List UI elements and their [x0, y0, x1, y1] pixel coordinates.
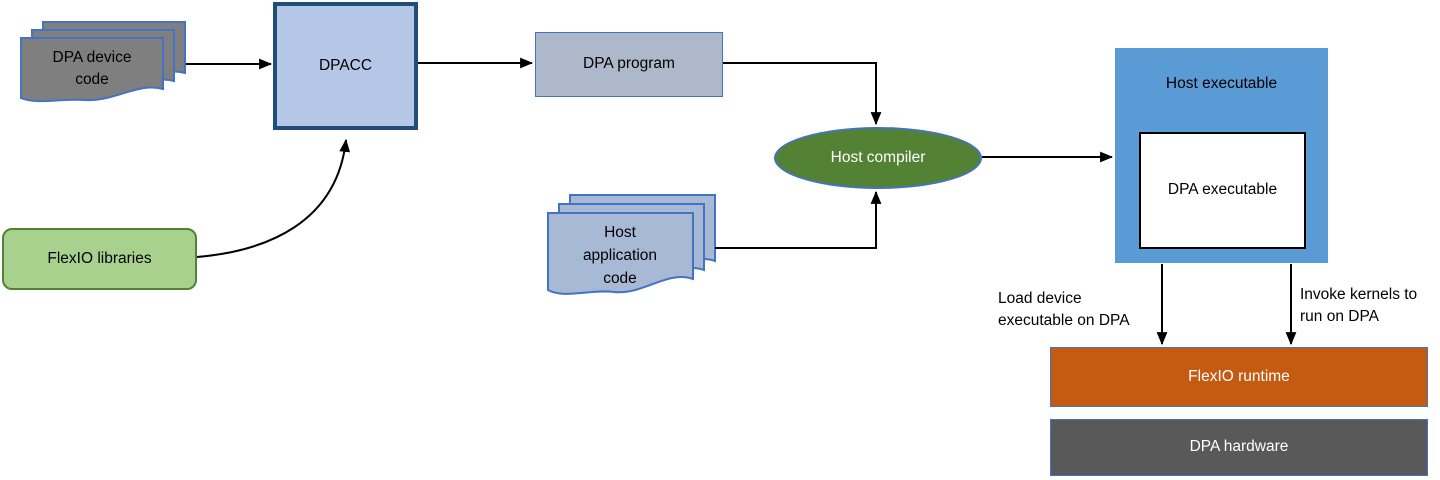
- document-shape: [20, 37, 164, 103]
- node-dpacc-label: DPACC: [318, 56, 373, 74]
- node-dpa-hardware: DPA hardware: [1050, 419, 1428, 476]
- node-flexio-runtime: FlexIO runtime: [1050, 347, 1428, 407]
- document-shape: [547, 212, 694, 295]
- node-dpa-executable: DPA executable: [1139, 132, 1306, 249]
- node-flexio-libraries-label: FlexIO libraries: [47, 249, 152, 267]
- node-dpa-executable-label: DPA executable: [1167, 181, 1278, 199]
- node-host-executable: Host executable DPA executable: [1115, 48, 1328, 263]
- edge-label-load-device-executable: Load device executable on DPA: [998, 290, 1130, 329]
- dpa-device-code-stack: [20, 21, 186, 103]
- node-dpa-hardware-label: DPA hardware: [1189, 438, 1289, 456]
- host-application-code-stack: [547, 194, 716, 295]
- node-dpa-program: DPA program: [535, 32, 723, 97]
- node-host-application-code-label: Host application code: [582, 224, 658, 287]
- node-host-executable-label: Host executable: [1165, 75, 1278, 92]
- node-dpa-program-label: DPA program: [583, 55, 675, 73]
- node-dpa-device-code-label: DPA device code: [52, 49, 132, 88]
- node-flexio-runtime-label: FlexIO runtime: [1188, 367, 1290, 385]
- node-dpacc: DPACC: [273, 2, 418, 130]
- edge-label-invoke-kernels: Invoke kernels to run on DPA: [1300, 286, 1418, 325]
- node-flexio-libraries: FlexIO libraries: [2, 228, 197, 290]
- node-host-compiler-label: Host compiler: [830, 148, 926, 166]
- node-host-compiler: Host compiler: [774, 127, 982, 189]
